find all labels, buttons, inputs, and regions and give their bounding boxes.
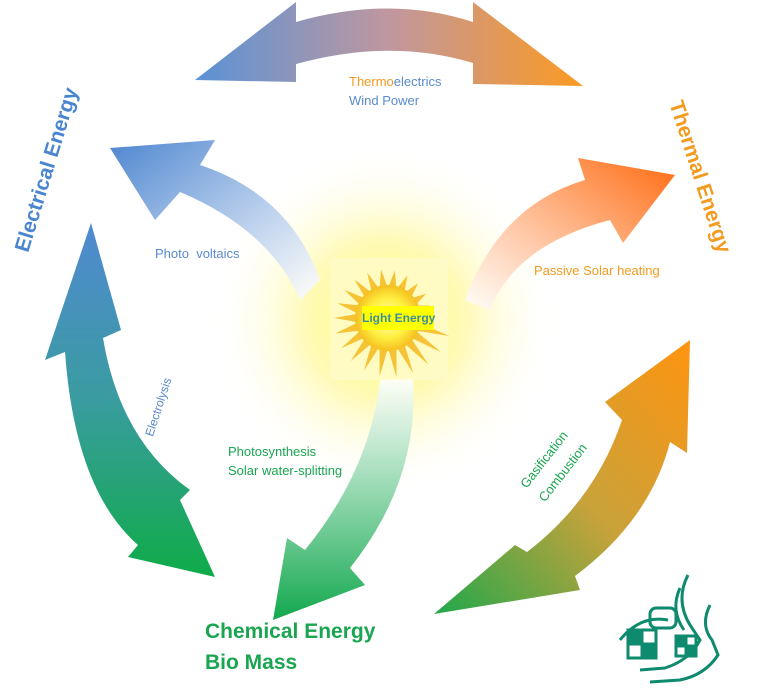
label-wind-power: Wind Power	[349, 93, 420, 108]
arrow-photosynthesis	[273, 378, 414, 620]
label-photosynthesis: Photosynthesis	[228, 444, 317, 459]
light-energy-box	[362, 306, 434, 330]
logo-icon	[618, 574, 720, 684]
label-light-energy: Light Energy	[362, 311, 436, 325]
label-solar-water-splitting: Solar water-splitting	[228, 463, 343, 478]
arrow-electrical-thermal	[195, 2, 583, 86]
label-thermo-part: Thermo	[349, 74, 394, 89]
arrow-chemical-thermal	[434, 340, 690, 614]
arrow-passive-solar	[465, 158, 675, 310]
node-chemical-energy: Chemical Energy	[205, 620, 376, 643]
node-bio-mass: Bio Mass	[205, 651, 298, 674]
arrow-photovoltaics	[110, 140, 320, 300]
label-electrics-part: electrics	[393, 74, 442, 89]
label-thermoelectrics: Thermoelectrics	[349, 72, 441, 91]
label-passive-solar-heating: Passive Solar heating	[534, 263, 660, 278]
arrow-electrical-chemical	[45, 223, 215, 577]
label-photovoltaics: Photo voltaics	[155, 246, 240, 261]
sun-icon	[330, 258, 450, 380]
